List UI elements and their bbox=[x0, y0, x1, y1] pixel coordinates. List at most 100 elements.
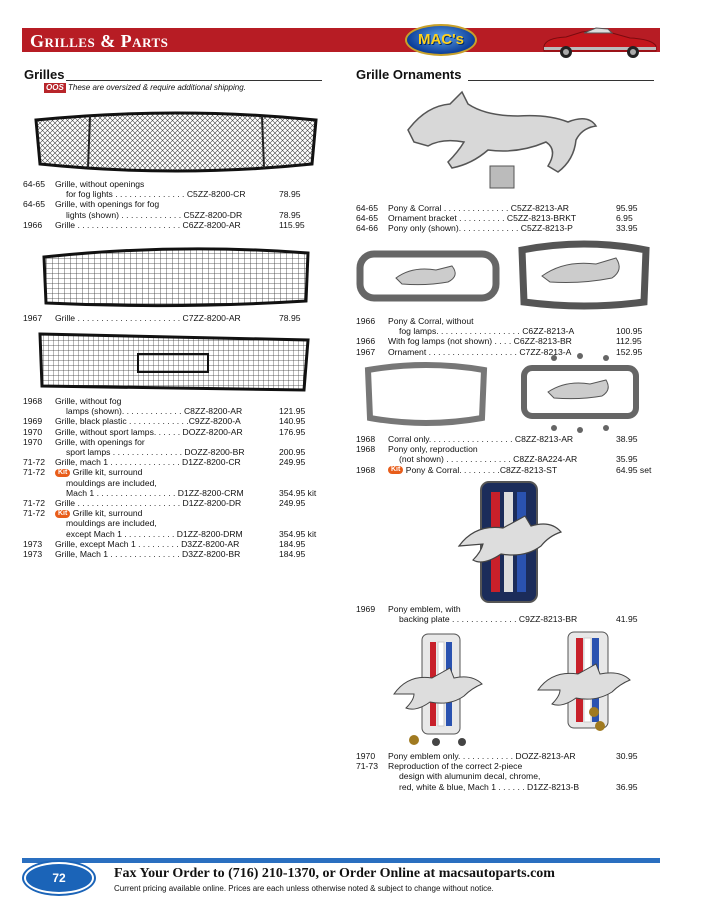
listing-price: 30.95 bbox=[616, 751, 638, 761]
listing-part-number: D1ZZ-8200-DR bbox=[180, 498, 242, 508]
listing-part-number: C5ZZ-8200-DR bbox=[181, 209, 243, 220]
listing-description-cell: Ornament bracket . . . . . . . . . . C5Z… bbox=[388, 213, 576, 223]
listing-price: 112.95 bbox=[616, 336, 642, 347]
pony-corral-1968-image bbox=[521, 353, 639, 433]
listing-description-cell: Grille, except Mach 1 . . . . . . . . . … bbox=[55, 539, 239, 549]
listing-description-cell: Pony emblem, with bbox=[388, 604, 461, 614]
pony-emblem-71-73-image bbox=[537, 631, 631, 729]
listing-description: With fog lamps (not shown) . . . . bbox=[388, 336, 512, 347]
listing-part-number: C5ZZ-8200-CR bbox=[184, 189, 246, 200]
listing-year: 1967 bbox=[23, 313, 43, 323]
listing-part-number: DOZZ-8200-BR bbox=[182, 447, 245, 457]
listing-description-cell: for fog lights . . . . . . . . . . . . .… bbox=[66, 189, 246, 199]
listing-price: 78.95 bbox=[279, 209, 301, 220]
ornaments-heading: Grille Ornaments bbox=[356, 67, 462, 82]
macs-logo: MAC's bbox=[405, 24, 477, 56]
listing-price: 38.95 bbox=[616, 434, 638, 444]
listing-price: 184.95 bbox=[279, 549, 306, 559]
listing-description: mouldings are included, bbox=[66, 477, 157, 488]
listing-price: 78.95 bbox=[279, 189, 301, 200]
listing-year: 1969 bbox=[356, 604, 376, 614]
listing-description: Grille kit, surround bbox=[72, 467, 143, 478]
listing-description-cell: Pony & Corral, without bbox=[388, 316, 474, 326]
listing-part-number: C5ZZ-8213-BRKT bbox=[504, 213, 577, 224]
listing-year: 71-73 bbox=[356, 761, 378, 772]
listing-price: 121.95 bbox=[279, 406, 306, 417]
oos-badge: OOS bbox=[44, 83, 66, 93]
page-number: 72 bbox=[24, 862, 94, 894]
pony-ornament-64-66-image bbox=[407, 90, 598, 189]
listing-part-number: D1ZZ-8213-B bbox=[524, 781, 580, 792]
listing-description-cell: Grille . . . . . . . . . . . . . . . . .… bbox=[55, 498, 241, 508]
listing-year: 1973 bbox=[23, 538, 43, 549]
listing-description-cell: Pony only, reproduction bbox=[388, 444, 478, 454]
grilles-heading-rule bbox=[66, 80, 322, 81]
grille-64-65-image bbox=[34, 111, 318, 173]
listing-part-number: .C8ZZ-8213-ST bbox=[495, 464, 558, 475]
listing-description-cell: lamps (shown). . . . . . . . . . . . . C… bbox=[66, 406, 242, 416]
listing-description: (not shown) . . . . . . . . . . . . . . bbox=[399, 454, 511, 465]
listing-part-number: C8ZZ-8213-AR bbox=[512, 434, 574, 444]
listing-year: 1973 bbox=[23, 549, 43, 559]
listing-description: Grille, except Mach 1 . . . . . . . . . bbox=[55, 538, 179, 549]
listing-description: Grille, Mach 1 . . . . . . . . . . . . .… bbox=[55, 549, 180, 559]
listing-description: mouldings are included, bbox=[66, 518, 157, 529]
listing-description-cell: Grille . . . . . . . . . . . . . . . . .… bbox=[55, 313, 241, 323]
listing-description: backing plate . . . . . . . . . . . . . … bbox=[399, 614, 517, 625]
listing-year: 64-65 bbox=[356, 213, 378, 224]
listing-description: design with alumunim decal, chrome, bbox=[399, 771, 541, 782]
listing-description: lights (shown) . . . . . . . . . . . . . bbox=[66, 209, 182, 220]
listing-description: Pony only (shown). . . . . . . . . . . .… bbox=[388, 223, 519, 234]
listing-year: 71-72 bbox=[23, 457, 45, 468]
listing-description-cell: Grille, with openings for bbox=[55, 437, 145, 447]
listing-price: 64.95 set bbox=[616, 464, 652, 475]
listing-description: Grille . . . . . . . . . . . . . . . . .… bbox=[55, 498, 181, 508]
listing-year: 1969 bbox=[23, 416, 43, 427]
listing-year: 64-65 bbox=[23, 179, 45, 189]
listing-description: Pony & Corral . . . . . . . . . . . . . … bbox=[388, 203, 509, 213]
listing-description-cell: red, white & blue, Mach 1 . . . . . . D1… bbox=[399, 782, 579, 792]
listing-description: Grille, without sport lamps. . . . . . bbox=[55, 426, 181, 437]
listing-description-cell: Grille, without sport lamps. . . . . . D… bbox=[55, 427, 243, 437]
listing-year: 1967 bbox=[356, 346, 376, 357]
listing-year: 1968 bbox=[356, 434, 376, 444]
listing-price: 354.95 kit bbox=[279, 487, 317, 498]
ornaments-heading-rule bbox=[468, 80, 654, 81]
ornament-list-group-3: 1968 Corral only. . . . . . . . . . . . .… bbox=[356, 434, 656, 479]
listing-description: Grille, with openings for fog bbox=[55, 199, 160, 210]
listing-year: 1968 bbox=[356, 464, 376, 475]
pony-emblem-1970-image bbox=[393, 633, 483, 746]
mustang-convertible-image bbox=[543, 27, 657, 58]
listing-year: 71-72 bbox=[23, 467, 45, 478]
listing-description-cell: Corral only. . . . . . . . . . . . . . .… bbox=[388, 434, 573, 444]
listing-description: Mach 1 . . . . . . . . . . . . . . . . . bbox=[66, 487, 176, 498]
listing-price: 36.95 bbox=[616, 781, 638, 792]
listing-description-cell: Pony & Corral . . . . . . . . . . . . . … bbox=[388, 203, 569, 213]
grille-1968-image bbox=[38, 332, 310, 392]
listing-part-number: .C9ZZ-8200-A bbox=[183, 416, 241, 427]
listing-description: Pony only, reproduction bbox=[388, 444, 478, 455]
listing-year: 1968 bbox=[23, 396, 43, 406]
kit-badge: Kit bbox=[388, 466, 404, 475]
listing-year: 1966 bbox=[356, 316, 376, 326]
listing-price: 6.95 bbox=[616, 213, 633, 224]
listing-description: Ornament bracket . . . . . . . . . . bbox=[388, 213, 505, 224]
grille-1967-image bbox=[42, 247, 310, 308]
listing-description-cell: Grille, without openings bbox=[55, 179, 144, 189]
listing-description: Grille, with openings for bbox=[55, 436, 145, 447]
listing-description: Grille . . . . . . . . . . . . . . . . .… bbox=[55, 313, 181, 323]
listing-description-cell: fog lamps. . . . . . . . . . . . . . . .… bbox=[399, 326, 574, 336]
listing-part-number: C6ZZ-8200-AR bbox=[180, 219, 241, 230]
listing-year: 1970 bbox=[23, 436, 43, 447]
listing-price: 95.95 bbox=[616, 203, 638, 213]
listing-description: Reproduction of the correct 2-piece bbox=[388, 761, 523, 772]
listing-description: Pony emblem only. . . . . . . . . . . . bbox=[388, 751, 513, 761]
listing-description-cell: mouldings are included, bbox=[66, 518, 157, 528]
listing-description-cell: Kit Grille kit, surround bbox=[55, 467, 142, 477]
ornament-list-group-1: 64-65 Pony & Corral . . . . . . . . . . .… bbox=[356, 203, 656, 239]
